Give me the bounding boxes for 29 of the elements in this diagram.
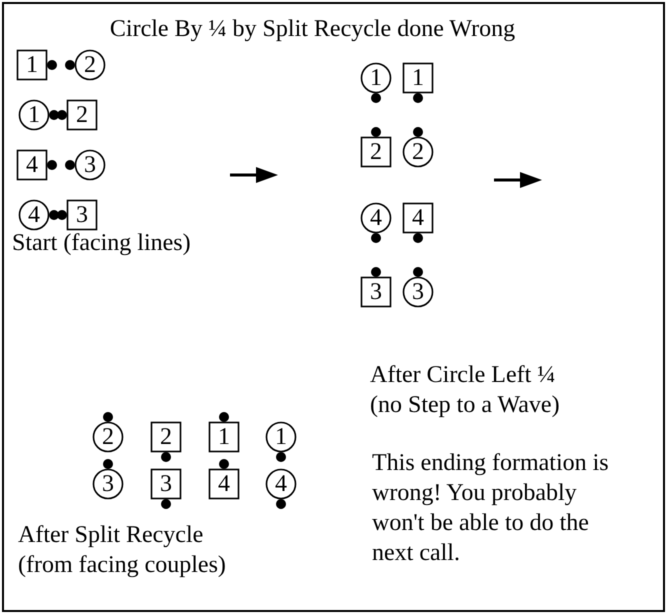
dancer-number: 4: [25, 153, 39, 177]
formation-caption: After Split Recycle (from facing couples): [18, 521, 227, 580]
dancer-number: 1: [217, 425, 231, 449]
title: Circle By ¼ by Split Recycle done Wrong: [108, 15, 516, 44]
formation-caption: This ending formation is wrong! You probably won't be able to do the next call.: [372, 449, 610, 568]
dancer-number: 4: [274, 472, 288, 496]
dancer-number: 2: [411, 140, 425, 164]
dancer-number: 3: [411, 280, 425, 304]
dancer-number: 4: [217, 472, 231, 496]
dancer-number: 3: [101, 472, 115, 496]
dancer-number: 4: [411, 206, 425, 230]
dancer-number: 4: [369, 206, 383, 230]
dancer-number: 1: [411, 66, 425, 90]
dancer-number: 1: [25, 53, 39, 77]
formation-caption: After Circle Left ¼ (no Step to a Wave): [370, 361, 561, 420]
dancer-number: 3: [159, 472, 173, 496]
dancer-number: 2: [83, 53, 97, 77]
dancer-number: 3: [83, 153, 97, 177]
dancer-number: 2: [75, 103, 89, 127]
dancer-number: 2: [159, 425, 173, 449]
dancer-number: 1: [274, 425, 288, 449]
dancer-number: 3: [75, 203, 89, 227]
dancer-number: 1: [369, 66, 383, 90]
formation-caption: Start (facing lines): [12, 229, 192, 258]
dancer-number: 2: [369, 140, 383, 164]
dancer-number: 3: [369, 280, 383, 304]
dancer-number: 4: [27, 203, 41, 227]
dancer-number: 2: [101, 425, 115, 449]
dancer-number: 1: [27, 103, 41, 127]
